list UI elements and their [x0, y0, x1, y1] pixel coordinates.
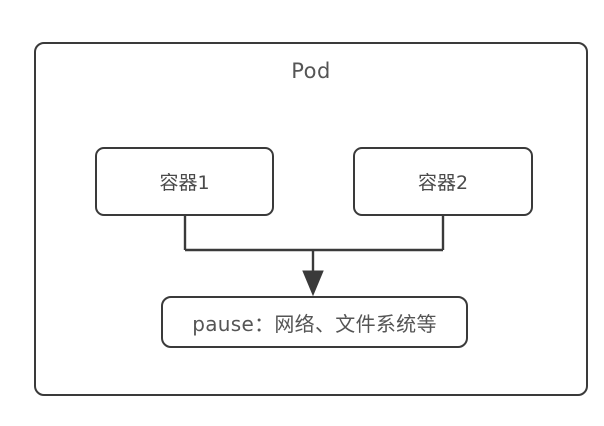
pause-container-label: pause：网络、文件系统等	[192, 311, 437, 336]
pod-title-label: Pod	[291, 59, 331, 83]
container-1-box: 容器1	[95, 147, 274, 216]
container-2-box: 容器2	[353, 147, 533, 216]
container-1-label: 容器1	[159, 172, 210, 194]
pause-container-box: pause：网络、文件系统等	[161, 296, 468, 348]
container-2-label: 容器2	[417, 172, 469, 194]
